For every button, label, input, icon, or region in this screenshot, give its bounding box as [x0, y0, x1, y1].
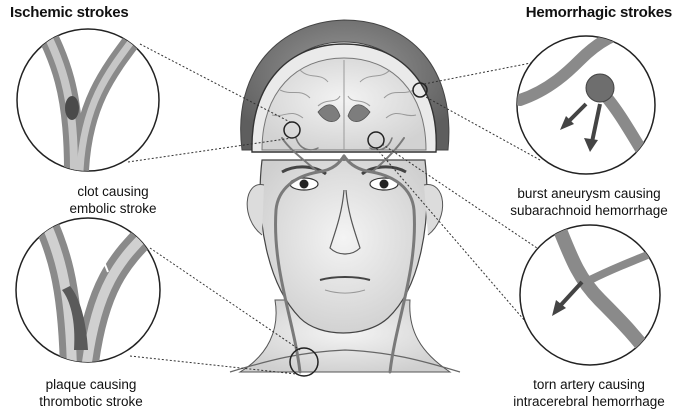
caption-torn-line1: torn artery causing: [500, 376, 678, 393]
caption-plaque-line2: thrombotic stroke: [6, 393, 176, 410]
caption-clot-line1: clot causing: [28, 183, 198, 200]
ischemic-heading: Ischemic strokes: [10, 4, 129, 21]
caption-plaque: plaque causing thrombotic stroke: [6, 376, 176, 410]
caption-burst-line2: subarachnoid hemorrhage: [500, 202, 678, 219]
hemorrhagic-heading: Hemorrhagic strokes: [526, 4, 672, 21]
detail-plaque: [16, 210, 160, 370]
caption-torn-line2: intracerebral hemorrhage: [500, 393, 678, 410]
caption-clot: clot causing embolic stroke: [28, 183, 198, 217]
detail-burst: [517, 30, 660, 180]
detail-clot: [17, 20, 159, 171]
left-ear: [247, 185, 264, 235]
caption-burst-line1: burst aneurysm causing: [500, 185, 678, 202]
caption-clot-line2: embolic stroke: [28, 200, 198, 217]
aneurysm-sac: [586, 74, 614, 102]
caption-plaque-line1: plaque causing: [6, 376, 176, 393]
caption-burst: burst aneurysm causing subarachnoid hemo…: [500, 185, 678, 219]
detail-torn: [520, 225, 660, 370]
head-illustration: [230, 20, 460, 372]
right-ear: [424, 185, 443, 235]
clot-mass: [65, 96, 79, 120]
caption-torn: torn artery causing intracerebral hemorr…: [500, 376, 678, 410]
